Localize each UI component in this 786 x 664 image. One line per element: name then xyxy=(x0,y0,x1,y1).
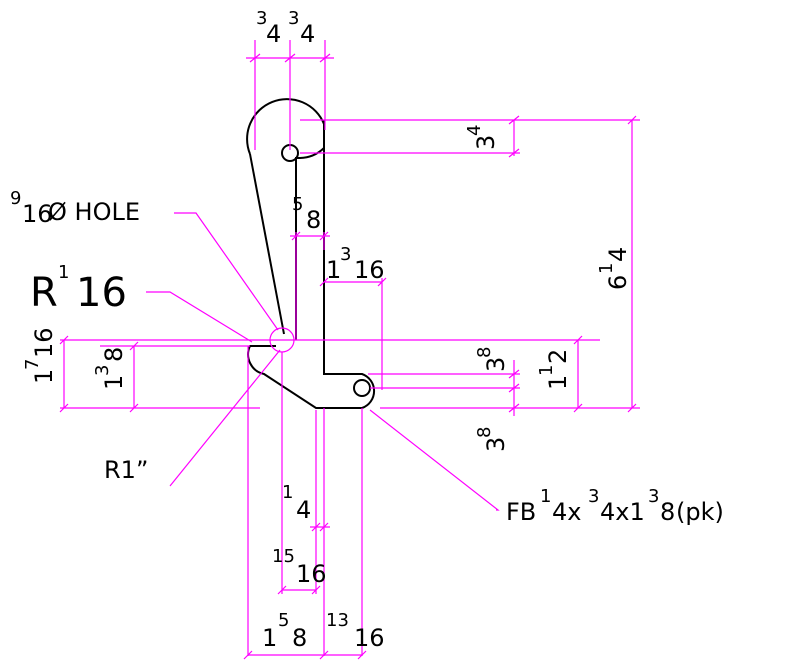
svg-text:1: 1 xyxy=(282,482,293,503)
svg-text:5: 5 xyxy=(292,194,303,215)
svg-text:1: 1 xyxy=(100,375,128,390)
svg-text:1: 1 xyxy=(596,263,617,274)
svg-text:15: 15 xyxy=(272,546,295,567)
svg-text:8: 8 xyxy=(474,427,495,438)
svg-text:1: 1 xyxy=(326,256,341,284)
radius-large-callout: R1” xyxy=(104,456,148,484)
svg-text:4: 4 xyxy=(296,496,311,524)
svg-text:4x: 4x xyxy=(552,498,581,526)
dim-three-eighths-bottom: 3 8 xyxy=(474,427,510,452)
svg-text:2: 2 xyxy=(544,349,572,364)
svg-text:16: 16 xyxy=(30,327,58,358)
bottom-hole-icon xyxy=(353,379,371,397)
part-outline xyxy=(246,98,376,409)
svg-text:3: 3 xyxy=(288,8,299,29)
svg-text:16: 16 xyxy=(76,270,127,316)
dim-top-three-quarters: 3 4 3 4 xyxy=(256,8,315,48)
svg-text:3: 3 xyxy=(482,357,510,372)
svg-text:8: 8 xyxy=(474,347,495,358)
dim-three-eighths-top: 3 8 xyxy=(474,347,510,372)
svg-text:3: 3 xyxy=(92,365,113,376)
dim-one-and-half: 1 1 2 xyxy=(536,349,572,390)
hole-callout: 9 16 Ø HOLE xyxy=(10,188,140,228)
svg-text:4: 4 xyxy=(464,125,485,136)
dim-thirteen-sixteenths: 13 16 xyxy=(326,610,385,652)
svg-text:R: R xyxy=(30,270,58,316)
dim-left-inner: 1 3 8 xyxy=(92,347,128,390)
svg-text:4x1: 4x1 xyxy=(600,498,645,526)
dim-left-height: 1 7 16 xyxy=(22,327,58,384)
svg-text:6: 6 xyxy=(604,275,632,290)
svg-text:1: 1 xyxy=(536,365,557,376)
svg-text:1: 1 xyxy=(540,486,551,507)
svg-text:(pk): (pk) xyxy=(676,498,724,526)
svg-text:7: 7 xyxy=(22,359,43,370)
svg-text:5: 5 xyxy=(278,610,289,631)
svg-text:9: 9 xyxy=(10,188,21,209)
svg-text:8: 8 xyxy=(292,624,307,652)
svg-text:3: 3 xyxy=(482,437,510,452)
svg-text:4: 4 xyxy=(604,247,632,262)
dim-overall-height: 6 1 4 xyxy=(596,247,632,290)
flatbar-callout: FB 1 4x 3 4x1 3 8 (pk) xyxy=(506,486,724,526)
svg-text:13: 13 xyxy=(326,610,349,631)
svg-text:16: 16 xyxy=(296,560,327,588)
dim-one-quarter: 1 4 xyxy=(282,482,311,524)
dimension-lines xyxy=(59,40,640,660)
svg-text:8: 8 xyxy=(306,206,321,234)
svg-text:3: 3 xyxy=(588,486,599,507)
svg-text:3: 3 xyxy=(648,486,659,507)
svg-text:1: 1 xyxy=(262,624,277,652)
svg-text:1: 1 xyxy=(544,375,572,390)
svg-text:8: 8 xyxy=(660,498,675,526)
svg-text:16: 16 xyxy=(22,200,53,228)
radius-small-callout: R 1 16 xyxy=(30,262,127,316)
svg-text:FB: FB xyxy=(506,498,536,526)
dim-five-eighths: 5 8 xyxy=(292,194,321,234)
dim-fifteen-sixteenths: 15 16 xyxy=(272,546,327,588)
svg-text:1: 1 xyxy=(30,369,58,384)
svg-text:16: 16 xyxy=(354,256,385,284)
svg-text:3: 3 xyxy=(472,135,500,150)
svg-text:3: 3 xyxy=(340,244,351,265)
dim-one-three-sixteenths: 1 3 16 xyxy=(326,244,385,284)
svg-text:8: 8 xyxy=(100,347,128,362)
svg-text:Ø HOLE: Ø HOLE xyxy=(48,198,140,226)
dim-one-five-eighths: 1 5 8 xyxy=(262,610,307,652)
dim-right-three-quarters: 3 4 xyxy=(464,125,500,150)
svg-text:1: 1 xyxy=(58,262,69,283)
svg-text:3: 3 xyxy=(256,8,267,29)
svg-text:4: 4 xyxy=(266,20,281,48)
svg-text:4: 4 xyxy=(300,20,315,48)
svg-text:16: 16 xyxy=(354,624,385,652)
